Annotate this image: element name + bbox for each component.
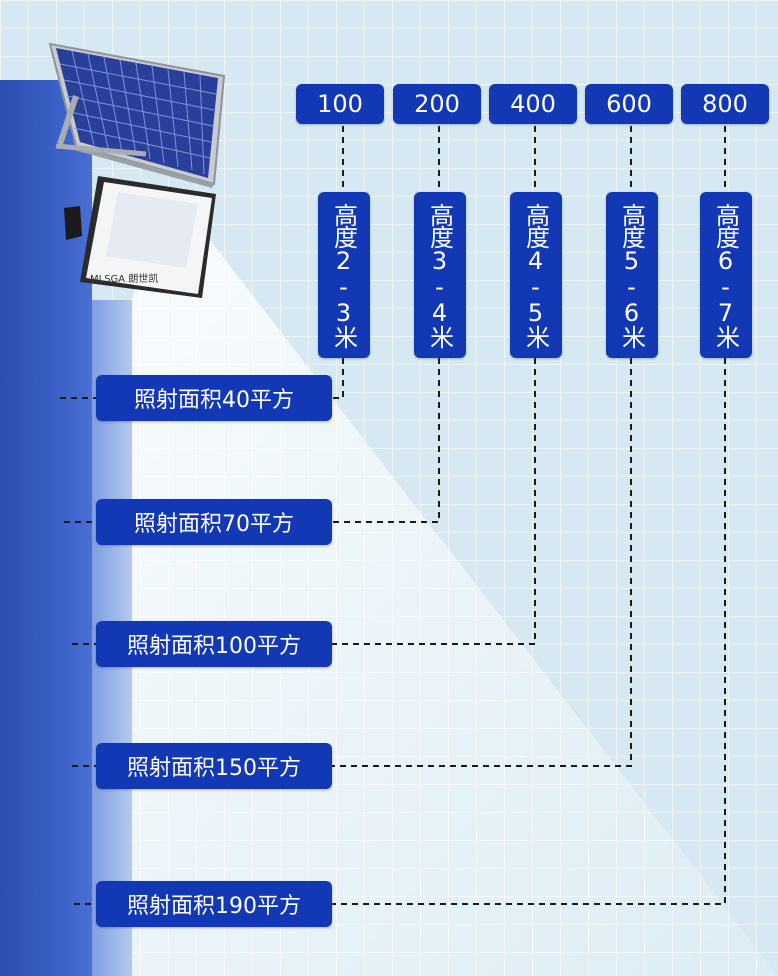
height-label-2-3: 高度2-3米	[318, 192, 370, 358]
area-label-190: 照射面积190平方	[96, 881, 332, 927]
watt-label-200: 200	[393, 84, 481, 124]
flood-light: MLSGA 朗世凯	[64, 176, 216, 298]
watt-label-100: 100	[296, 84, 384, 124]
area-label-70: 照射面积70平方	[96, 499, 332, 545]
height-label-5-6: 高度5-6米	[606, 192, 658, 358]
height-label-3-4: 高度3-4米	[414, 192, 466, 358]
watt-label-600: 600	[585, 84, 673, 124]
area-label-40: 照射面积40平方	[96, 375, 332, 421]
watt-label-800: 800	[681, 84, 769, 124]
height-label-4-5: 高度4-5米	[510, 192, 562, 358]
svg-text:MLSGA 朗世凯: MLSGA 朗世凯	[90, 272, 158, 285]
area-label-150: 照射面积150平方	[96, 743, 332, 789]
area-label-100: 照射面积100平方	[96, 621, 332, 667]
height-label-6-7: 高度6-7米	[700, 192, 752, 358]
watt-label-400: 400	[489, 84, 577, 124]
solar-flood-light: MLSGA 朗世凯	[48, 42, 226, 298]
solar-panel	[48, 42, 226, 188]
